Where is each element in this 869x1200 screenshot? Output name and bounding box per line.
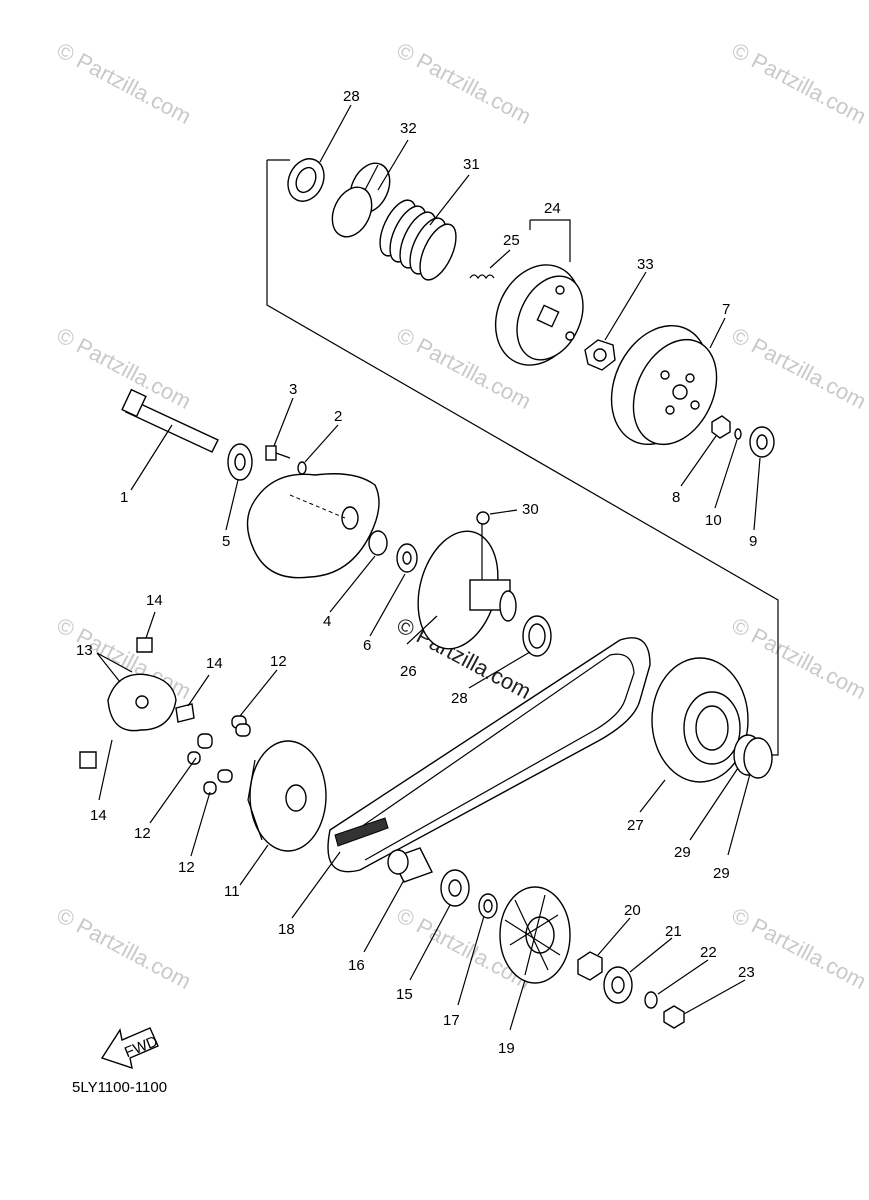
one-way-clutch-21 xyxy=(603,966,633,1004)
oil-seal-28b xyxy=(522,615,552,657)
compression-spring-31 xyxy=(379,199,457,281)
collar-4 xyxy=(368,530,388,556)
callout-label: 13 xyxy=(76,642,93,659)
callout-label: 10 xyxy=(705,512,722,529)
watermark: © Partzilla.com xyxy=(53,322,196,414)
spring-25 xyxy=(469,274,495,280)
clutch-housing-7 xyxy=(610,324,718,446)
callout-label: 24 xyxy=(544,200,561,217)
bearing-15 xyxy=(440,869,470,907)
callout-label: 15 xyxy=(396,986,413,1003)
callout-label: 21 xyxy=(665,923,682,940)
washer-2 xyxy=(297,461,307,475)
clutch-carrier-24 xyxy=(494,264,584,366)
callout-label: 12 xyxy=(270,653,287,670)
fixed-sheave-19 xyxy=(499,886,571,984)
callout-label: 2 xyxy=(334,408,342,425)
nut-20 xyxy=(577,951,603,981)
sliding-sheave-11 xyxy=(247,740,327,852)
slider-14c xyxy=(79,751,97,769)
callout-labels: 28 32 31 24 25 33 7 3 2 1 5 8 10 9 30 4 … xyxy=(76,88,757,1057)
roller-12 xyxy=(235,723,251,737)
crankcase-cover xyxy=(246,473,380,579)
watermark: © Partzilla.com xyxy=(393,37,536,129)
forward-direction-arrow: FWD xyxy=(100,1027,160,1070)
callout-label: 6 xyxy=(363,637,371,654)
collar-16 xyxy=(387,847,433,883)
callout-label: 14 xyxy=(206,655,223,672)
washer-22 xyxy=(644,991,658,1009)
callout-label: 23 xyxy=(738,964,755,981)
watermarks: © Partzilla.com © Partzilla.com © Partzi… xyxy=(53,37,869,994)
callout-label: 11 xyxy=(224,883,240,900)
callout-label: 32 xyxy=(400,120,417,137)
collar-8 xyxy=(711,415,731,439)
roller-12 xyxy=(197,733,213,749)
callout-label: 14 xyxy=(90,807,107,824)
callout-label: 29 xyxy=(674,844,691,861)
collar-32 xyxy=(331,162,391,238)
circlip-10 xyxy=(734,428,742,440)
callout-label: 22 xyxy=(700,944,717,961)
nut-23 xyxy=(663,1005,685,1029)
callout-label: 28 xyxy=(451,690,468,707)
washer-17 xyxy=(478,893,498,919)
callout-label: 1 xyxy=(120,489,128,506)
callout-label: 12 xyxy=(178,859,195,876)
slider-14b xyxy=(175,703,195,723)
callout-label: 20 xyxy=(624,902,641,919)
secondary-sheave-26 xyxy=(417,511,517,650)
callout-label: 3 xyxy=(289,381,297,398)
callout-label: 29 xyxy=(713,865,730,882)
callout-label: 9 xyxy=(749,533,757,550)
callout-label: 17 xyxy=(443,1012,460,1029)
diagram-code: 5LY1100-1100 xyxy=(72,1079,167,1096)
bearing-9 xyxy=(749,426,775,458)
callout-label: 19 xyxy=(498,1040,515,1057)
roller-12 xyxy=(187,751,201,765)
v-belt-18 xyxy=(327,637,651,873)
callout-label: 26 xyxy=(400,663,417,680)
callout-label: 7 xyxy=(722,301,730,318)
callout-label: 12 xyxy=(134,825,151,842)
callout-label: 28 xyxy=(343,88,360,105)
leader-lines xyxy=(96,104,761,1031)
callout-label: 4 xyxy=(323,613,331,630)
callout-label: 30 xyxy=(522,501,539,518)
callout-label: 27 xyxy=(627,817,644,834)
callout-label: 14 xyxy=(146,592,163,609)
watermark: © Partzilla.com xyxy=(53,37,196,129)
watermark: © Partzilla.com xyxy=(728,612,869,704)
roller-12 xyxy=(217,769,233,783)
watermark: © Partzilla.com xyxy=(728,37,869,129)
cam-plate-13 xyxy=(107,673,177,732)
slider-14a xyxy=(136,637,153,653)
callout-label: 25 xyxy=(503,232,520,249)
oil-seal-28 xyxy=(287,158,325,202)
bearing-5 xyxy=(227,443,253,481)
callout-label: 16 xyxy=(348,957,365,974)
circlip-29 xyxy=(733,734,773,779)
watermark: © Partzilla.com xyxy=(728,322,869,414)
fixed-sheave-27 xyxy=(651,657,749,783)
callout-label: 18 xyxy=(278,921,295,938)
callout-label: 31 xyxy=(463,156,480,173)
watermark: © Partzilla.com xyxy=(53,902,196,994)
washer-6 xyxy=(396,543,418,573)
callout-label: 8 xyxy=(672,489,680,506)
callout-label: 5 xyxy=(222,533,230,550)
pin-30 xyxy=(476,511,490,525)
callout-label: 33 xyxy=(637,256,654,273)
bolt-3 xyxy=(265,445,291,461)
